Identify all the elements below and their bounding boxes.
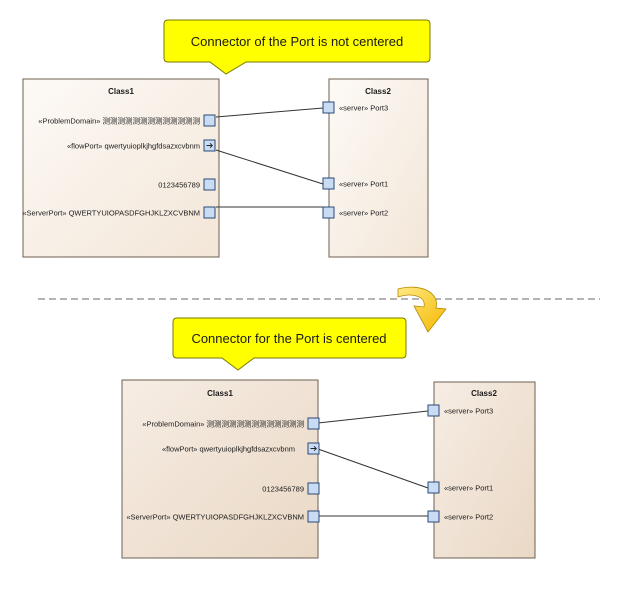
port-bottom-port2[interactable] <box>427 510 440 523</box>
callout-bottom-text: Connector for the Port is centered <box>191 331 386 346</box>
port-bottom-number[interactable] <box>307 482 320 495</box>
port-top-port2[interactable] <box>322 206 335 219</box>
port-top-port3[interactable] <box>322 101 335 114</box>
class1-top-title: Class1 <box>108 87 134 96</box>
port-bottom-problemdomain[interactable] <box>307 417 320 430</box>
class1-top-box[interactable] <box>22 78 220 258</box>
class2-bottom[interactable]: Class2 <box>433 381 536 559</box>
callout-top-shape <box>163 19 431 75</box>
port-top-port1[interactable] <box>322 177 335 190</box>
port-top-number[interactable] <box>203 178 216 191</box>
class1-bottom-box[interactable] <box>121 379 319 559</box>
class2-bottom-ports: «server» Port3 «server» Port1 «server» P… <box>427 404 493 523</box>
curved-arrow-icon <box>397 286 447 333</box>
port-top-problemdomain-label: «ProblemDomain» 测测测测测测测测测测测测测 <box>38 117 200 126</box>
class2-top-box[interactable] <box>328 78 429 258</box>
flow-arrow-icon <box>310 445 317 452</box>
port-top-port2-label: «server» Port2 <box>339 209 388 218</box>
port-top-flowport-label: «flowPort» qwertyuioplkjhgfdsazxcvbnm <box>67 142 200 151</box>
class1-bottom-title: Class1 <box>207 389 233 398</box>
port-top-problemdomain[interactable] <box>203 114 216 127</box>
class2-bottom-title: Class2 <box>471 389 497 398</box>
port-bottom-port2-label: «server» Port2 <box>444 513 493 522</box>
port-top-port3-label: «server» Port3 <box>339 104 388 113</box>
class1-bottom-ports: «ProblemDomain» 测测测测测测测测测测测测测 «flowPort»… <box>126 417 320 523</box>
class1-top[interactable]: Class1 <box>22 78 220 258</box>
callout-bottom: Connector for the Port is centered <box>172 317 407 371</box>
port-top-serverport[interactable] <box>203 206 216 219</box>
port-bottom-port1-label: «server» Port1 <box>444 484 493 493</box>
port-bottom-serverport[interactable] <box>307 510 320 523</box>
callout-bottom-shape <box>172 317 407 371</box>
connector-top-problemdomain-port3[interactable] <box>215 107 324 118</box>
port-top-port1-label: «server» Port1 <box>339 180 388 189</box>
connector-bottom-flowport-port1[interactable] <box>317 448 429 489</box>
port-bottom-flowport-label: «flowPort» qwertyuioplkjhgfdsazxcvbnm <box>162 445 295 454</box>
port-bottom-serverport-label: «ServerPort» QWERTYUIOPASDFGHJKLZXCVBNM <box>126 513 304 522</box>
port-bottom-number-label: 0123456789 <box>262 485 304 494</box>
class2-top[interactable]: Class2 <box>328 78 429 258</box>
connector-top-flowport-port1[interactable] <box>215 149 324 185</box>
port-top-serverport-label: «ServerPort» QWERTYUIOPASDFGHJKLZXCVBNM <box>22 209 200 218</box>
class2-top-ports: «server» Port3 «server» Port1 «server» P… <box>322 101 388 219</box>
connector-bottom-problemdomain-port3[interactable] <box>317 410 429 424</box>
port-bottom-port3-label: «server» Port3 <box>444 407 493 416</box>
port-bottom-port1[interactable] <box>427 481 440 494</box>
callout-top-text: Connector of the Port is not centered <box>191 34 403 49</box>
callout-top: Connector of the Port is not centered <box>163 19 431 75</box>
port-bottom-problemdomain-label: «ProblemDomain» 测测测测测测测测测测测测测 <box>142 420 304 429</box>
flow-arrow-icon <box>206 142 213 149</box>
port-top-number-label: 0123456789 <box>158 181 200 190</box>
connectors-top <box>215 107 324 208</box>
class2-bottom-box[interactable] <box>433 381 536 559</box>
class1-bottom[interactable]: Class1 <box>121 379 319 559</box>
class2-top-title: Class2 <box>365 87 391 96</box>
port-bottom-port3[interactable] <box>427 404 440 417</box>
class1-top-ports: «ProblemDomain» 测测测测测测测测测测测测测 «flowPort»… <box>22 114 216 219</box>
connectors-bottom <box>317 410 429 517</box>
